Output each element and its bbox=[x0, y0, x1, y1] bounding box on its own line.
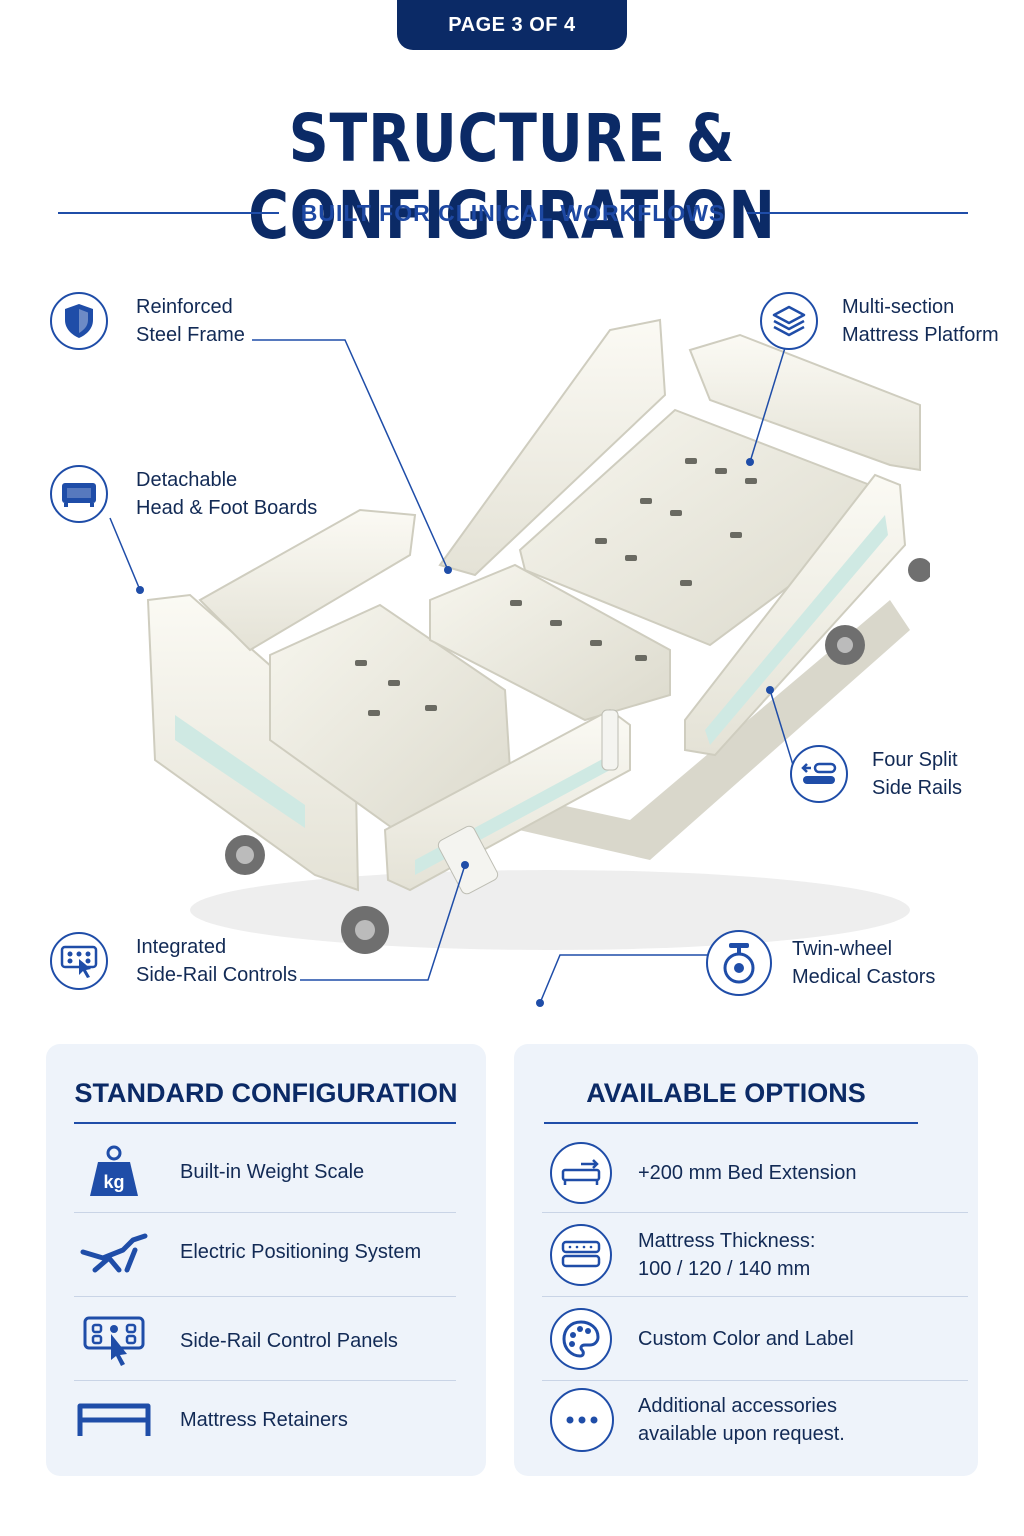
subtitle-row: BUILT FOR CLINICAL WORKFLOWS bbox=[58, 196, 969, 230]
page-title: STRUCTURE & CONFIGURATION bbox=[248, 100, 776, 254]
list-item: Side-Rail Control Panels bbox=[74, 1312, 398, 1370]
side-rail-icon bbox=[790, 745, 848, 803]
list-item-label: Additional accessories available upon re… bbox=[638, 1395, 845, 1445]
callout-label: Reinforced Steel Frame bbox=[136, 296, 245, 346]
weight-scale-icon: kg bbox=[74, 1144, 154, 1200]
callout-label: Twin-wheel Medical Castors bbox=[792, 938, 936, 988]
subtitle-rule-right bbox=[747, 212, 969, 214]
list-item-label: Side-Rail Control Panels bbox=[180, 1330, 398, 1352]
list-item-label: +200 mm Bed Extension bbox=[638, 1162, 857, 1184]
callout-label: Detachable Head & Foot Boards bbox=[136, 469, 318, 519]
list-item: kg Built-in Weight Scale bbox=[74, 1144, 364, 1200]
callout-label: Multi-section Mattress Platform bbox=[842, 296, 999, 346]
standard-configuration-panel: STANDARD CONFIGURATION kg Built-in Weigh… bbox=[46, 1044, 486, 1476]
more-icon bbox=[550, 1388, 614, 1452]
castor-icon bbox=[706, 930, 772, 996]
list-item-label: Electric Positioning System bbox=[180, 1241, 422, 1263]
row-divider bbox=[542, 1212, 968, 1213]
callout-castors: Twin-wheel Medical Castors bbox=[706, 930, 935, 996]
page-badge: PAGE 3 OF 4 bbox=[397, 0, 627, 50]
row-divider bbox=[74, 1380, 456, 1381]
bed-board-icon bbox=[50, 465, 108, 523]
mattress-retainer-icon bbox=[74, 1400, 154, 1440]
standard-configuration-title: STANDARD CONFIGURATION bbox=[74, 1078, 458, 1108]
callout-side-rail-controls: Integrated Side-Rail Controls bbox=[50, 932, 297, 990]
list-item-label: Mattress Thickness: 100 / 120 / 140 mm bbox=[638, 1230, 816, 1280]
row-divider bbox=[542, 1380, 968, 1381]
callout-label: Integrated Side-Rail Controls bbox=[136, 936, 298, 986]
callout-label: Four Split Side Rails bbox=[872, 749, 963, 799]
callout-head-foot-boards: Detachable Head & Foot Boards bbox=[50, 465, 317, 523]
list-item: Mattress Retainers bbox=[74, 1400, 348, 1440]
row-divider bbox=[74, 1296, 456, 1297]
shield-icon bbox=[50, 292, 108, 350]
callout-steel-frame: Reinforced Steel Frame bbox=[50, 292, 245, 350]
palette-icon bbox=[550, 1308, 612, 1370]
control-panel-icon bbox=[50, 932, 108, 990]
available-options-title: AVAILABLE OPTIONS bbox=[586, 1078, 866, 1108]
list-item: Additional accessories available upon re… bbox=[550, 1388, 845, 1452]
row-divider bbox=[74, 1212, 456, 1213]
available-options-panel: AVAILABLE OPTIONS +200 mm Bed Extension … bbox=[514, 1044, 978, 1476]
list-item-label: Custom Color and Label bbox=[638, 1328, 854, 1350]
mattress-icon bbox=[550, 1224, 612, 1286]
list-item: Custom Color and Label bbox=[550, 1308, 854, 1370]
list-item: Electric Positioning System bbox=[74, 1230, 421, 1274]
list-item: Mattress Thickness: 100 / 120 / 140 mm bbox=[550, 1224, 815, 1286]
hospital-bed-illustration bbox=[146, 318, 930, 954]
callout-mattress-platform: Multi-section Mattress Platform bbox=[760, 292, 999, 350]
subtitle-rule-left bbox=[58, 212, 279, 214]
page-subtitle: BUILT FOR CLINICAL WORKFLOWS bbox=[300, 199, 726, 226]
control-panel-icon bbox=[74, 1312, 154, 1370]
callout-side-rails: Four Split Side Rails bbox=[790, 745, 962, 803]
list-item-label: Built-in Weight Scale bbox=[180, 1161, 365, 1183]
adjustable-bed-icon bbox=[74, 1230, 154, 1274]
layers-icon bbox=[760, 292, 818, 350]
panel-rule bbox=[74, 1122, 456, 1124]
list-item: +200 mm Bed Extension bbox=[550, 1142, 856, 1204]
row-divider bbox=[542, 1296, 968, 1297]
svg-text:kg: kg bbox=[103, 1172, 124, 1192]
panel-rule bbox=[544, 1122, 918, 1124]
bed-extension-icon bbox=[550, 1142, 612, 1204]
castor-wheel bbox=[225, 558, 930, 954]
list-item-label: Mattress Retainers bbox=[180, 1409, 348, 1431]
